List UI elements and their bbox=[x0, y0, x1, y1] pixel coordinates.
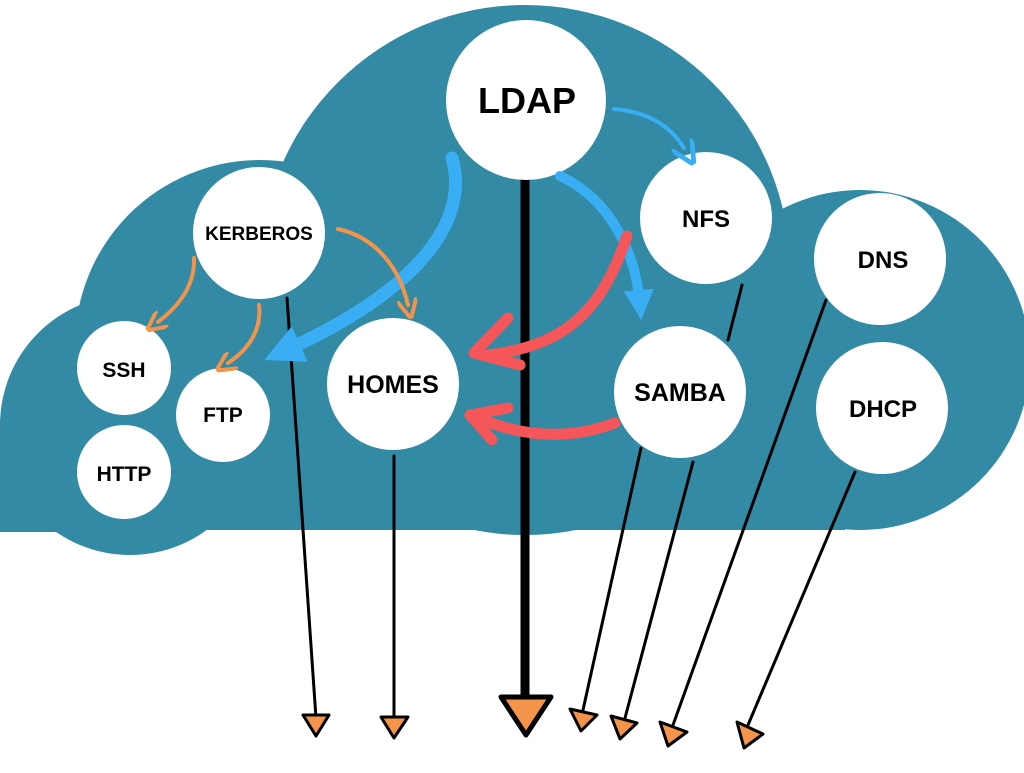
arrowhead-1 bbox=[301, 713, 331, 738]
label-homes: HOMES bbox=[347, 371, 439, 399]
orange-arrows bbox=[158, 227, 408, 363]
label-ftp: FTP bbox=[203, 404, 243, 427]
node-http bbox=[77, 425, 171, 519]
node-ssh bbox=[77, 321, 171, 415]
label-nfs: NFS bbox=[682, 206, 730, 233]
node-samba bbox=[614, 326, 746, 458]
label-dns: DNS bbox=[858, 247, 909, 274]
nfs-out-line bbox=[726, 283, 744, 342]
node-kerberos bbox=[193, 167, 325, 299]
arrowhead-6 bbox=[735, 720, 765, 750]
dns-out-line bbox=[671, 298, 828, 727]
samba-to-homes-arrow bbox=[472, 412, 621, 440]
node-ftp bbox=[176, 368, 270, 462]
ldap-to-nfs-arrow bbox=[612, 107, 684, 148]
arrowhead-5 bbox=[658, 720, 689, 748]
red-arrows bbox=[464, 230, 633, 446]
arrowhead-2 bbox=[379, 715, 410, 740]
arrowhead-ldap bbox=[498, 694, 554, 738]
node-labels: LDAP NFS KERBEROS DNS SSH FTP HOMES SAMB… bbox=[97, 80, 917, 486]
samba-to-homes-arrowhead bbox=[464, 402, 514, 446]
kerberos-out-line bbox=[285, 296, 318, 720]
bottom-arrowheads bbox=[301, 694, 765, 750]
nfs-to-homes-arrow bbox=[482, 230, 633, 361]
node-nfs bbox=[640, 152, 772, 284]
kerberos-to-homes-arrow bbox=[336, 227, 408, 305]
samba-out-line-2 bbox=[623, 460, 695, 720]
ldap-to-ftp-arrow bbox=[264, 151, 462, 362]
outgoing-lines bbox=[285, 175, 857, 727]
arrowhead-3 bbox=[568, 707, 599, 733]
node-homes bbox=[327, 318, 459, 450]
label-kerberos: KERBEROS bbox=[205, 224, 313, 245]
nodes bbox=[77, 20, 948, 519]
node-dns bbox=[814, 193, 946, 325]
blue-arrows bbox=[264, 107, 684, 362]
node-dhcp bbox=[816, 342, 948, 474]
kerberos-to-ftp-arrow bbox=[228, 303, 262, 363]
ldap-to-samba-arrow bbox=[555, 171, 654, 320]
samba-out-line-1 bbox=[581, 446, 643, 712]
label-dhcp: DHCP bbox=[849, 396, 917, 423]
arrowhead-4 bbox=[609, 714, 639, 741]
dhcp-out-line bbox=[746, 470, 857, 727]
kerberos-to-ssh-arrow bbox=[158, 256, 197, 322]
nfs-to-homes-arrowhead bbox=[468, 312, 526, 371]
node-ldap bbox=[446, 20, 606, 180]
label-samba: SAMBA bbox=[634, 379, 726, 407]
label-ssh: SSH bbox=[102, 359, 145, 382]
label-http: HTTP bbox=[97, 463, 152, 486]
label-ldap: LDAP bbox=[478, 80, 576, 121]
